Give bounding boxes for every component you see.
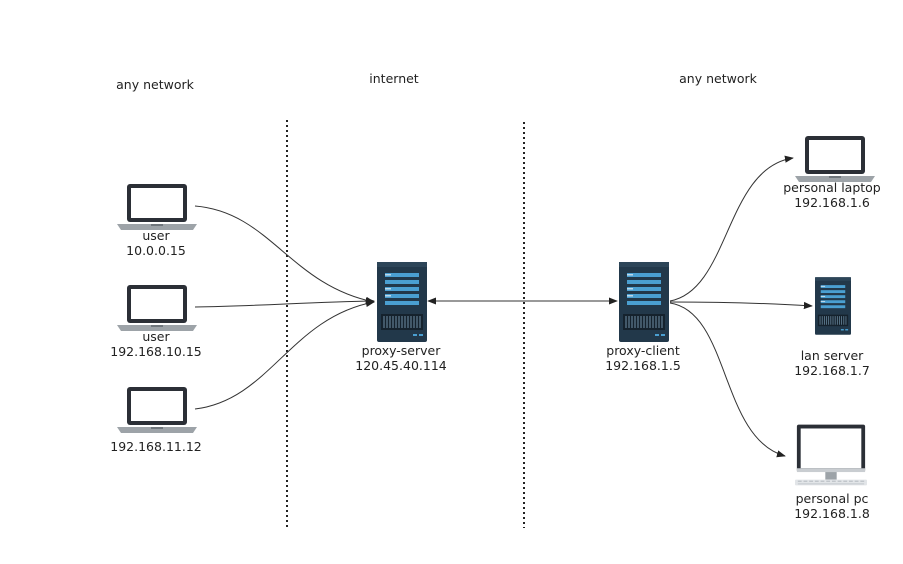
zone-label-middle: internet [369,71,419,86]
user3-label: 192.168.11.12 [110,439,201,454]
proxy-client-icon [619,262,669,342]
link-user3-proxy-server [194,299,375,410]
proxy-client-name: proxy-client [606,343,680,358]
lan-server-icon [815,276,851,336]
personal-laptop-name: personal laptop [783,180,881,195]
proxy-server-label: proxy-server 120.45.40.114 [355,343,446,373]
zone-label-left: any network [116,77,194,92]
lan-server-ip: 192.168.1.7 [794,363,870,378]
personal-laptop-label: personal laptop 192.168.1.6 [783,180,881,210]
link-proxy-client-laptop [669,155,794,302]
user1-label: user 10.0.0.15 [126,228,186,258]
proxy-server-name: proxy-server [361,343,441,358]
user3-ip: 192.168.11.12 [110,439,202,454]
proxy-client-label: proxy-client 192.168.1.5 [605,343,681,373]
user1-laptop-icon [117,184,197,230]
personal-laptop-icon [795,136,875,182]
link-user1-proxy-server [194,205,375,304]
user2-label: user 192.168.10.15 [110,329,201,359]
proxy-client-ip: 192.168.1.5 [605,358,681,373]
zone-label-right: any network [679,71,757,86]
link-user2-proxy-server [194,297,375,308]
personal-pc-label: personal pc 192.168.1.8 [794,491,870,521]
link-proxy-client-lan-server [669,301,813,310]
user3-laptop-icon [117,387,197,433]
proxy-server-ip: 120.45.40.114 [355,358,447,373]
lan-server-label: lan server 192.168.1.7 [794,348,870,378]
lan-server-name: lan server [800,348,864,363]
proxy-server-icon [377,262,427,342]
user2-name: user [142,329,170,344]
user2-ip: 192.168.10.15 [110,344,202,359]
link-proxy-client-pc [669,302,786,458]
user1-ip: 10.0.0.15 [126,243,186,258]
user1-name: user [142,228,170,243]
personal-pc-monitor-icon [795,424,867,486]
personal-laptop-ip: 192.168.1.6 [794,195,870,210]
personal-pc-name: personal pc [795,491,869,506]
user2-laptop-icon [117,285,197,331]
personal-pc-ip: 192.168.1.8 [794,506,870,521]
